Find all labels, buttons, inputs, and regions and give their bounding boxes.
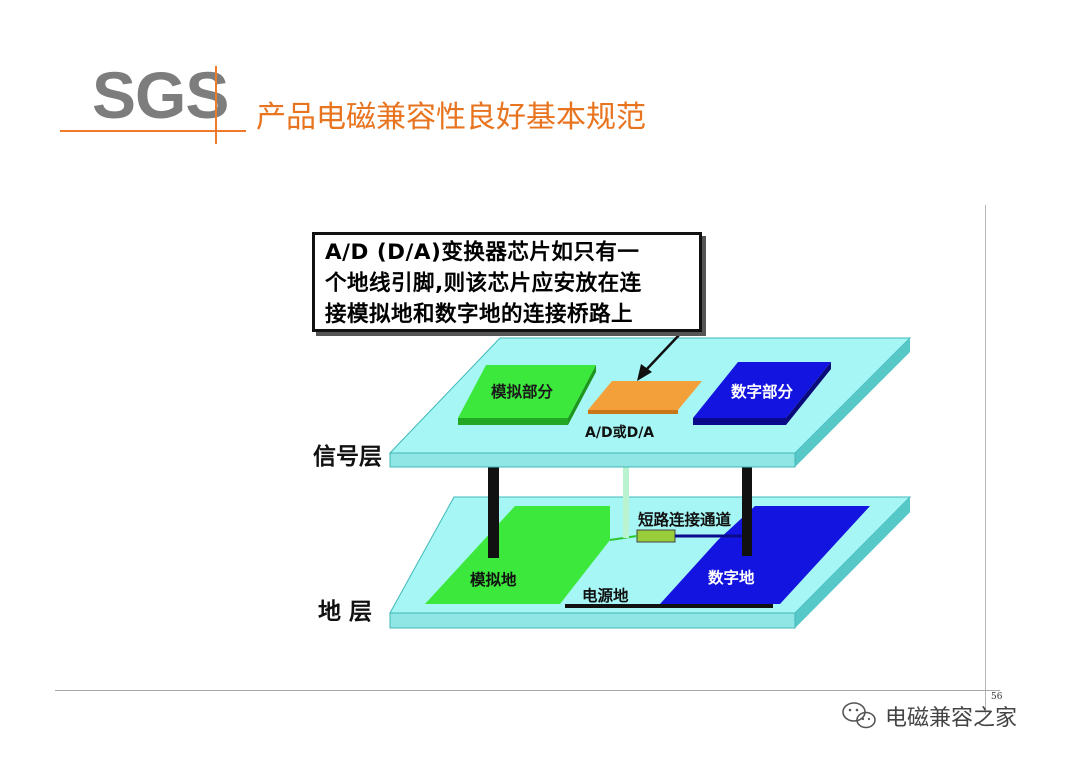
- watermark-text: 电磁兼容之家: [885, 706, 1018, 731]
- adc-chip-label: A/D或D/A: [585, 425, 655, 441]
- page-title: 产品电磁兼容性良好基本规范: [256, 100, 646, 135]
- analog-ground-label: 模拟地: [470, 571, 517, 589]
- ground-board-side: [795, 497, 910, 628]
- digital-ground-via: [742, 466, 752, 556]
- callout-line-2: 个地线引脚,则该芯片应安放在连: [325, 271, 642, 296]
- adc-chip: [588, 381, 702, 414]
- callout-pointer-line: [645, 333, 681, 371]
- power-ground-line: [565, 604, 773, 608]
- logo-divider: [215, 66, 217, 144]
- digital-ground-label: 数字地: [708, 569, 755, 587]
- short-channel-label: 短路连接通道: [638, 511, 732, 529]
- analog-part-label: 模拟部分: [491, 383, 554, 401]
- callout-pointer-arrowhead: [637, 364, 652, 381]
- signal-layer-label: 信号层: [313, 444, 382, 470]
- sgs-logo: SGS: [92, 58, 229, 132]
- analog-ground-via: [488, 466, 499, 558]
- callout-box: A/D (D/A)变换器芯片如只有一 个地线引脚,则该芯片应安放在连 接模拟地和…: [312, 232, 702, 332]
- short-channel-bridge: [636, 529, 676, 543]
- signal-board-side: [795, 338, 910, 467]
- callout-line-1: A/D (D/A)变换器芯片如只有一: [325, 240, 640, 265]
- signal-board-front: [389, 452, 796, 468]
- power-ground-label: 电源地: [582, 587, 629, 605]
- ground-layer-label: 地 层: [318, 599, 373, 625]
- logo-underline: [60, 130, 246, 132]
- adc-ground-via: [623, 466, 629, 538]
- wechat-icon: [842, 702, 876, 729]
- right-rule: [985, 205, 986, 715]
- digital-ground-area: [660, 506, 870, 604]
- bottom-rule: [55, 690, 1000, 691]
- ground-board-front: [389, 612, 796, 629]
- analog-ground-area: [425, 506, 610, 604]
- digital-part-block: [693, 362, 831, 425]
- callout-line-3: 接模拟地和数字地的连接桥路上: [325, 302, 634, 327]
- digital-part-label: 数字部分: [731, 383, 794, 401]
- analog-part-block: [458, 365, 596, 425]
- page-number: 56: [991, 692, 1003, 702]
